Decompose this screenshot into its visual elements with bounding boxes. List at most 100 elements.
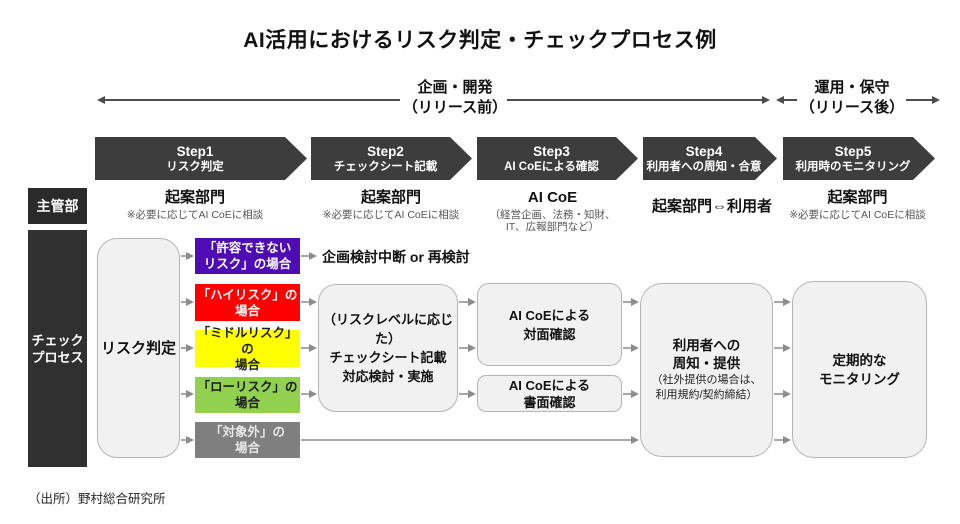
risk-level-box-middle: 「ミドルリスク」の 場合 bbox=[195, 326, 300, 372]
flow-arrow-line bbox=[301, 301, 310, 303]
user-notification-label: 利用者への 周知・提供 bbox=[672, 338, 741, 371]
flow-arrow-arrowhead bbox=[186, 298, 194, 306]
flow-arrow-arrowhead bbox=[309, 252, 317, 260]
flow-arrow-line bbox=[774, 439, 784, 441]
owner-name: 起案部門 bbox=[827, 189, 888, 206]
phase-label: 企画・開発 bbox=[417, 79, 493, 96]
flow-arrow-arrowhead bbox=[309, 390, 317, 398]
flow-arrow-arrowhead bbox=[783, 390, 791, 398]
flow-arrow-line bbox=[623, 393, 632, 395]
phase2-arrow-right-arrowhead bbox=[932, 96, 940, 104]
owner-name: 起案部門⇔利用者 bbox=[651, 198, 772, 215]
flow-arrow-line bbox=[623, 301, 632, 303]
flow-arrow-arrowhead bbox=[631, 344, 639, 352]
flow-arrow-arrowhead bbox=[783, 344, 791, 352]
risk-level-box-high: 「ハイリスク」の 場合 bbox=[195, 284, 300, 321]
owner-note: ※必要に応じてAI CoEに相談 bbox=[789, 209, 926, 221]
row-label-text: 主管部 bbox=[36, 197, 79, 214]
flow-arrow-line bbox=[181, 439, 187, 441]
flow-arrow-arrowhead bbox=[783, 298, 791, 306]
step-number: Step5 bbox=[834, 144, 872, 159]
step-chevron-5: Step5 利用時のモニタリング bbox=[783, 137, 935, 180]
flow-arrow-line bbox=[774, 347, 784, 349]
flow-arrow-line bbox=[623, 347, 632, 349]
flow-arrow-line bbox=[181, 255, 187, 257]
phase2-arrow-left-arrowhead bbox=[776, 96, 784, 104]
flow-arrow-line bbox=[181, 347, 187, 349]
flow-arrow-line bbox=[774, 301, 784, 303]
step-chevron-2: Step2 チェックシート記載 bbox=[311, 137, 472, 180]
owner-name: 起案部門 bbox=[164, 189, 225, 206]
flow-arrow-line bbox=[181, 393, 187, 395]
phase1-arrow-left-arrowhead bbox=[97, 96, 105, 104]
flow-arrow-arrowhead bbox=[309, 298, 317, 306]
row-label-owner: 主管部 bbox=[28, 188, 87, 224]
phase1-arrow-right-line bbox=[507, 99, 763, 101]
phase-sublabel: （リリース後） bbox=[799, 99, 905, 116]
risk-level-box-low: 「ローリスク」の 場合 bbox=[195, 377, 300, 413]
flow-arrow-line bbox=[301, 393, 310, 395]
step-number: Step3 bbox=[533, 144, 570, 159]
row-label-text: チェック プロセス bbox=[31, 332, 84, 365]
flow-arrow-arrowhead bbox=[631, 436, 639, 444]
phase2-arrow-right-line bbox=[906, 99, 933, 101]
step3-owner: AI CoE （経営企画、法務・知財、 IT、広報部門など） bbox=[470, 189, 635, 233]
flow-arrow-arrowhead bbox=[186, 252, 194, 260]
flow-arrow-arrowhead bbox=[631, 390, 639, 398]
risk-judgement-label: リスク判定 bbox=[100, 339, 176, 357]
risk-level-box-out-of-scope: 「対象外」の 場合 bbox=[195, 422, 300, 458]
step-number: Step2 bbox=[367, 144, 404, 159]
flow-arrow-arrowhead bbox=[186, 344, 194, 352]
flow-arrow-arrowhead bbox=[468, 344, 476, 352]
phase-sublabel: （リリース前） bbox=[402, 99, 508, 116]
written-check-box: AI CoEによる 書面確認 bbox=[477, 375, 622, 412]
flow-arrow-line bbox=[774, 393, 784, 395]
step5-owner: 起案部門 ※必要に応じてAI CoEに相談 bbox=[775, 189, 940, 221]
flow-arrow-arrowhead bbox=[186, 436, 194, 444]
step2-owner: 起案部門 ※必要に応じてAI CoEに相談 bbox=[310, 189, 472, 221]
risk-level-box-unacceptable: 「許容できない リスク」の場合 bbox=[195, 238, 300, 274]
step-chevron-1: Step1 リスク判定 bbox=[95, 137, 307, 180]
flow-arrow-line bbox=[301, 439, 632, 441]
step4-owner: 起案部門⇔利用者 bbox=[628, 189, 796, 216]
checksheet-box: （リスクレベルに応じた） チェックシート記載 対応検討・実施 bbox=[318, 284, 458, 412]
phase1-arrow-right-arrowhead bbox=[762, 96, 770, 104]
owner-note: （経営企画、法務・知財、 IT、広報部門など） bbox=[489, 209, 616, 233]
flow-arrow-line bbox=[459, 301, 469, 303]
step-title: 利用時のモニタリング bbox=[795, 161, 911, 173]
flow-arrow-arrowhead bbox=[309, 344, 317, 352]
flow-arrow-line bbox=[181, 301, 187, 303]
step-number: Step4 bbox=[685, 144, 723, 159]
source-credit: （出所）野村総合研究所 bbox=[28, 492, 166, 506]
flow-arrow-arrowhead bbox=[468, 298, 476, 306]
flow-arrow-arrowhead bbox=[631, 298, 639, 306]
phase1-arrow-left-line bbox=[104, 99, 400, 101]
flow-arrow-line bbox=[301, 255, 310, 257]
owner-note: ※必要に応じてAI CoEに相談 bbox=[126, 209, 264, 221]
interrupt-or-reconsider-text: 企画検討中断 or 再検討 bbox=[322, 249, 470, 265]
face-to-face-check-box: AI CoEによる 対面確認 bbox=[477, 283, 622, 366]
flow-arrow-arrowhead bbox=[783, 436, 791, 444]
flow-arrow-arrowhead bbox=[468, 390, 476, 398]
periodic-monitoring-box: 定期的な モニタリング bbox=[792, 281, 927, 458]
flow-arrow-line bbox=[459, 393, 469, 395]
step-chevron-4: Step4 利用者への周知・合意 bbox=[643, 137, 777, 180]
page-title: AI活用におけるリスク判定・チェックプロセス例 bbox=[243, 29, 717, 52]
step-title: 利用者への周知・合意 bbox=[646, 161, 762, 173]
user-notification-note: （社外提供の場合は、 利用規約/契約締結） bbox=[651, 374, 762, 401]
step-chevron-3: Step3 AI CoEによる確認 bbox=[477, 137, 638, 180]
risk-judgement-box: リスク判定 bbox=[97, 238, 180, 458]
step-title: チェックシート記載 bbox=[333, 161, 438, 173]
phase-label: 運用・保守 bbox=[814, 79, 890, 96]
owner-name: 起案部門 bbox=[360, 189, 421, 206]
user-notification-box: 利用者への 周知・提供 （社外提供の場合は、 利用規約/契約締結） bbox=[640, 283, 773, 457]
flow-arrow-line bbox=[301, 347, 310, 349]
phase2-arrow-left-line bbox=[783, 99, 797, 101]
flow-arrow-arrowhead bbox=[186, 390, 194, 398]
step-title: リスク判定 bbox=[166, 161, 224, 173]
owner-name: AI CoE bbox=[527, 189, 578, 206]
phase-plan-develop: 企画・開発 （リリース前） bbox=[400, 78, 510, 118]
phase-operate-maintain: 運用・保守 （リリース後） bbox=[797, 78, 907, 118]
owner-note: ※必要に応じてAI CoEに相談 bbox=[322, 209, 460, 221]
